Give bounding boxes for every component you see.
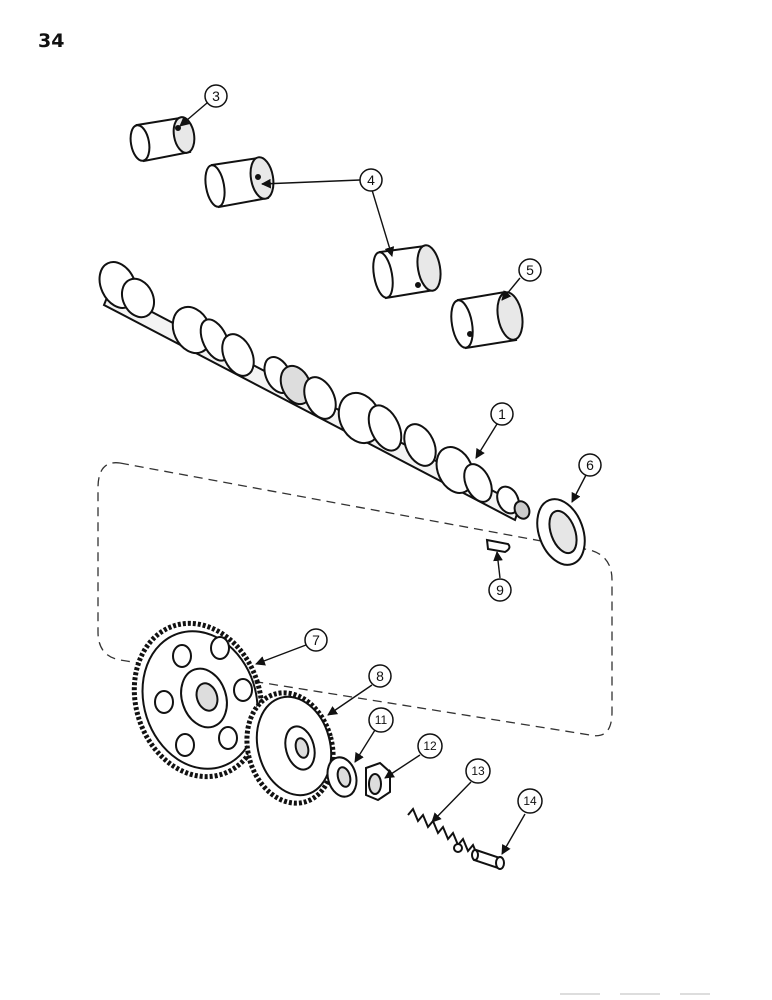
svg-text:8: 8 [376,668,384,684]
leader-1 [475,423,498,459]
callout-1: 1 [490,402,514,426]
cam-bearing-intermediate-lower [372,244,442,300]
leader-6 [571,474,587,503]
thrust-washer [536,498,586,566]
svg-text:11: 11 [375,713,388,727]
hydraulic-pump-drive-gear [244,690,336,806]
svg-text:14: 14 [523,794,537,808]
leader-5 [501,277,521,301]
leader-4-upper [261,178,361,189]
leader-13 [431,781,472,823]
svg-text:4: 4 [367,172,375,188]
washer [326,756,358,798]
assembly-outline [97,462,613,737]
hex-nut [365,761,391,802]
cam-bearing-front [129,116,196,163]
svg-text:1: 1 [498,406,506,422]
svg-text:7: 7 [312,632,320,648]
callout-6: 6 [578,453,602,477]
cam-bearing-intermediate-upper [204,156,275,209]
leader-12 [384,754,421,779]
page-number: 34 [38,30,65,52]
callout-9: 9 [488,578,512,602]
callout-13: 13 [465,758,491,784]
callout-3: 3 [204,84,228,108]
svg-text:5: 5 [526,262,534,278]
callout-4: 4 [359,168,383,192]
callout-7: 7 [304,628,328,652]
svg-text:9: 9 [496,582,504,598]
callout-11: 11 [368,707,394,733]
svg-text:6: 6 [586,457,594,473]
woodruff-key [485,538,511,554]
leader-7 [255,644,307,666]
spring [407,807,479,858]
callout-5: 5 [518,258,542,282]
leader-14 [501,813,526,855]
leader-9 [493,551,503,579]
callout-12: 12 [417,733,443,759]
camshaft-gear [131,620,265,780]
callout-14: 14 [517,788,543,814]
camshaft [98,261,531,522]
svg-text:12: 12 [423,739,437,753]
svg-text:3: 3 [212,88,220,104]
leader-11 [354,729,376,763]
leader-lines [179,102,587,855]
leader-3 [179,102,208,127]
callout-8: 8 [368,664,392,688]
svg-text:13: 13 [471,764,485,778]
leader-8 [327,684,373,716]
cam-bearing-rear [450,290,524,350]
plunger [471,848,505,870]
leader-4-lower [371,189,395,257]
